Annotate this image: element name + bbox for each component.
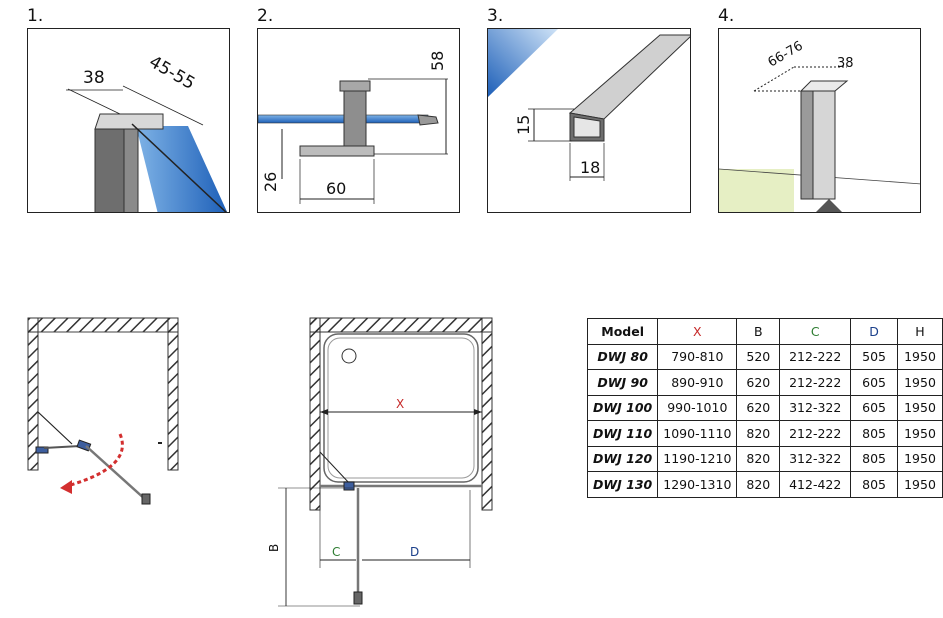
wall-right	[167, 317, 179, 471]
door-leaf	[85, 445, 147, 501]
header-model: Model	[586, 318, 659, 345]
cell-x: 1090-1110	[657, 420, 738, 447]
cell-x: 890-910	[657, 369, 738, 396]
cell-model: DWJ 120	[586, 445, 659, 472]
wall-top	[27, 317, 179, 333]
model-dimensions-table: Model X B C D H DWJ 80 790-810 520 212-2…	[586, 318, 943, 498]
step-4-number: 4.	[718, 6, 735, 26]
cell-d: 605	[850, 369, 898, 396]
dim-range-45-55: 45-55	[146, 52, 199, 94]
label-x: X	[396, 397, 404, 411]
cell-b: 620	[736, 369, 781, 396]
cell-model: DWJ 110	[586, 420, 659, 447]
header-b: B	[736, 318, 781, 345]
cell-b: 620	[736, 394, 781, 421]
cell-h: 1950	[897, 471, 943, 498]
cell-model: DWJ 80	[586, 343, 659, 370]
shower-tray	[323, 333, 479, 483]
header-c: C	[779, 318, 852, 345]
cell-x: 1190-1210	[657, 445, 738, 472]
wall-left	[27, 317, 39, 471]
cell-x: 1290-1310	[657, 471, 738, 498]
cell-model: DWJ 130	[586, 471, 659, 498]
door-swing-diagram	[27, 317, 179, 505]
dim-width-60: 60	[326, 179, 346, 198]
wall-profile-diagram: 38 45-55	[66, 52, 228, 212]
wall-jamb-diagram: 66-76 38	[719, 39, 920, 212]
dim-range-66-76: 66-76	[766, 39, 806, 71]
cell-c: 212-222	[779, 369, 852, 396]
cell-model: DWJ 100	[586, 394, 659, 421]
table-row: DWJ 100 990-1010 620 312-322 605 1950	[586, 394, 943, 421]
dim-width-18: 18	[580, 158, 600, 177]
drain	[341, 348, 357, 364]
step-1-number: 1.	[27, 6, 44, 26]
table-row: DWJ 90 890-910 620 212-222 605 1950	[586, 369, 943, 396]
wall-left	[309, 317, 321, 511]
cell-d: 605	[850, 394, 898, 421]
table-header-row: Model X B C D H	[586, 318, 943, 345]
header-d: D	[850, 318, 898, 345]
step-2-panel: 58 26 60	[257, 28, 460, 213]
cell-b: 820	[736, 471, 781, 498]
dim-height-26: 26	[261, 172, 280, 192]
bracket-profile-diagram: 58 26 60	[258, 51, 448, 204]
cell-d: 505	[850, 343, 898, 370]
step-4-panel: 66-76 38	[718, 28, 921, 213]
wall-top	[309, 317, 493, 333]
dim-height-15: 15	[514, 115, 533, 135]
label-b: B	[267, 544, 281, 552]
cell-x: 990-1010	[657, 394, 738, 421]
table-row: DWJ 80 790-810 520 212-222 505 1950	[586, 343, 943, 370]
step-3-panel: 15 18	[487, 28, 691, 213]
dim-width-38: 38	[837, 56, 854, 71]
cell-d: 805	[850, 445, 898, 472]
cell-c: 312-322	[779, 445, 852, 472]
label-c: C	[332, 545, 340, 559]
tray-layout-diagram: X B C D	[267, 317, 493, 607]
dim-width-38: 38	[83, 68, 105, 88]
cell-x: 790-810	[657, 343, 738, 370]
label-d: D	[410, 545, 419, 559]
cell-model: DWJ 90	[586, 369, 659, 396]
cell-b: 820	[736, 445, 781, 472]
floor-area	[719, 169, 794, 212]
glass-panel	[136, 126, 228, 212]
glass-corner	[488, 29, 558, 97]
cell-b: 520	[736, 343, 781, 370]
cell-c: 212-222	[779, 343, 852, 370]
step-2-number: 2.	[257, 6, 274, 26]
cell-d: 805	[850, 471, 898, 498]
swing-arrow	[66, 433, 124, 488]
table-row: DWJ 130 1290-1310 820 412-422 805 1950	[586, 471, 943, 498]
cell-h: 1950	[897, 445, 943, 472]
table-row: DWJ 110 1090-1110 820 212-222 805 1950	[586, 420, 943, 447]
cell-h: 1950	[897, 394, 943, 421]
wall-right	[481, 317, 493, 511]
header-x: X	[657, 318, 738, 345]
cell-h: 1950	[897, 369, 943, 396]
cell-c: 212-222	[779, 420, 852, 447]
tray-layout-plan: X B C D	[258, 312, 503, 612]
step-1-panel: 38 45-55	[27, 28, 230, 213]
cell-h: 1950	[897, 343, 943, 370]
step-3-number: 3.	[487, 6, 504, 26]
dim-height-58: 58	[428, 51, 447, 71]
cell-h: 1950	[897, 420, 943, 447]
channel-profile-diagram: 15 18	[488, 29, 690, 181]
cell-b: 820	[736, 420, 781, 447]
header-h: H	[897, 318, 943, 345]
cell-d: 805	[850, 420, 898, 447]
cell-c: 412-422	[779, 471, 852, 498]
table-row: DWJ 120 1190-1210 820 312-322 805 1950	[586, 445, 943, 472]
cell-c: 312-322	[779, 394, 852, 421]
glass-edge	[258, 114, 429, 124]
door-swing-plan	[22, 312, 187, 512]
